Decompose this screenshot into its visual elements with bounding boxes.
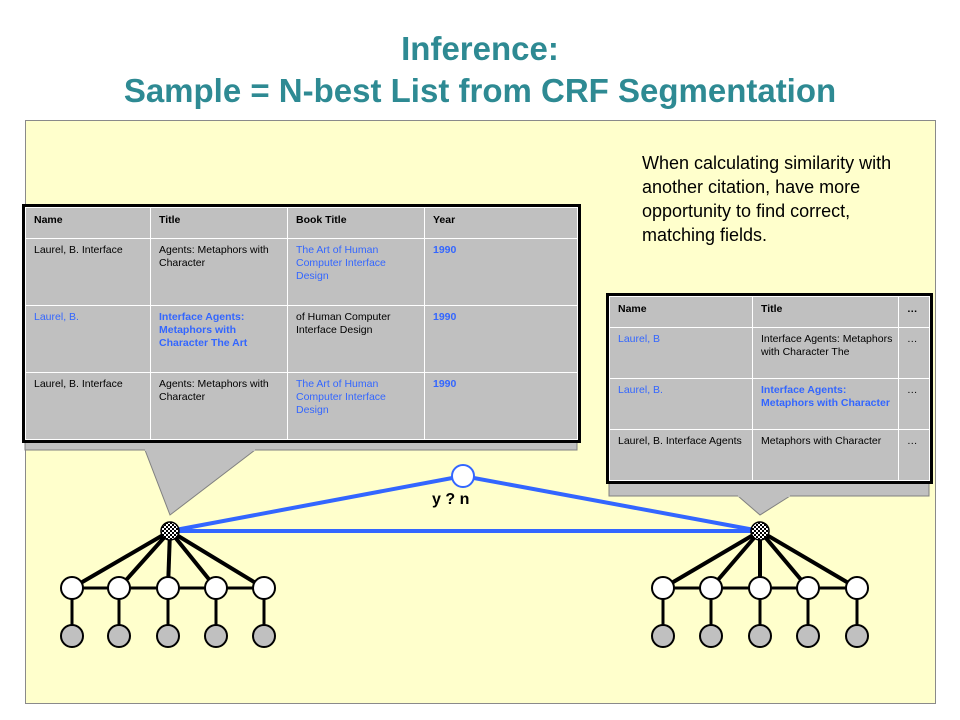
cell-name: Laurel, B. (609, 378, 753, 430)
cell-book-title: of Human Computer Interface Design (287, 305, 425, 373)
right-callout-pointer (736, 495, 792, 516)
cell-title: Interface Agents: Metaphors with Charact… (752, 327, 899, 379)
match-edge-right (462, 474, 761, 533)
column-header-name: Name (25, 207, 151, 239)
similarity-note: When calculating similarity with another… (642, 153, 892, 245)
table-row: Laurel, B. Interface Agents: Metaphors w… (25, 238, 578, 306)
table-row: Laurel, B Interface Agents: Metaphors wi… (609, 327, 930, 379)
title-line-1: Inference: (401, 30, 559, 67)
table-row: Laurel, B. Interface Agents: Metaphors w… (609, 378, 930, 430)
cell-title: Agents: Metaphors with Character (150, 372, 288, 440)
left-factor-node (160, 521, 180, 541)
cell-year: 1990 (424, 238, 578, 306)
column-header-year: Year (424, 207, 578, 239)
cell-title: Metaphors with Character (752, 429, 899, 481)
right-factor-node (750, 521, 770, 541)
cell-year: 1990 (424, 372, 578, 440)
left-nbest-table: Name Title Book Title Year Laurel, B. In… (22, 204, 581, 443)
column-header-name: Name (609, 296, 753, 328)
cell-name: Laurel, B (609, 327, 753, 379)
left-callout-pointer (144, 449, 257, 516)
column-header-more: … (898, 296, 930, 328)
cell-more: … (898, 378, 930, 430)
cell-book-title: The Art of Human Computer Interface Desi… (287, 238, 425, 306)
match-edge-left (169, 474, 464, 533)
cell-name: Laurel, B. Interface Agents (609, 429, 753, 481)
match-variable-node (451, 464, 475, 488)
column-header-title: Title (752, 296, 899, 328)
cell-name: Laurel, B. Interface (25, 372, 151, 440)
cell-name: Laurel, B. (25, 305, 151, 373)
column-header-title: Title (150, 207, 288, 239)
column-header-book-title: Book Title (287, 207, 425, 239)
table-row: Laurel, B. Interface Agents: Metaphors w… (25, 305, 578, 373)
cell-more: … (898, 429, 930, 481)
slide-title: Inference: Sample = N-best List from CRF… (0, 28, 960, 112)
title-line-2: Sample = N-best List from CRF Segmentati… (123, 72, 837, 109)
cell-book-title: The Art of Human Computer Interface Desi… (287, 372, 425, 440)
cell-title: Agents: Metaphors with Character (150, 238, 288, 306)
cell-more: … (898, 327, 930, 379)
cell-title: Interface Agents: Metaphors with Charact… (752, 378, 899, 430)
table-row: Laurel, B. Interface Agents Metaphors wi… (609, 429, 930, 481)
left-crf-graph (60, 521, 276, 648)
right-crf-graph (651, 521, 869, 648)
cell-name: Laurel, B. Interface (25, 238, 151, 306)
table-row: Laurel, B. Interface Agents: Metaphors w… (25, 372, 578, 440)
right-nbest-table: Name Title … Laurel, B Interface Agents:… (606, 293, 933, 484)
edge-label: y ? n (432, 491, 470, 508)
cell-year: 1990 (424, 305, 578, 373)
cell-title: Interface Agents: Metaphors with Charact… (150, 305, 288, 373)
